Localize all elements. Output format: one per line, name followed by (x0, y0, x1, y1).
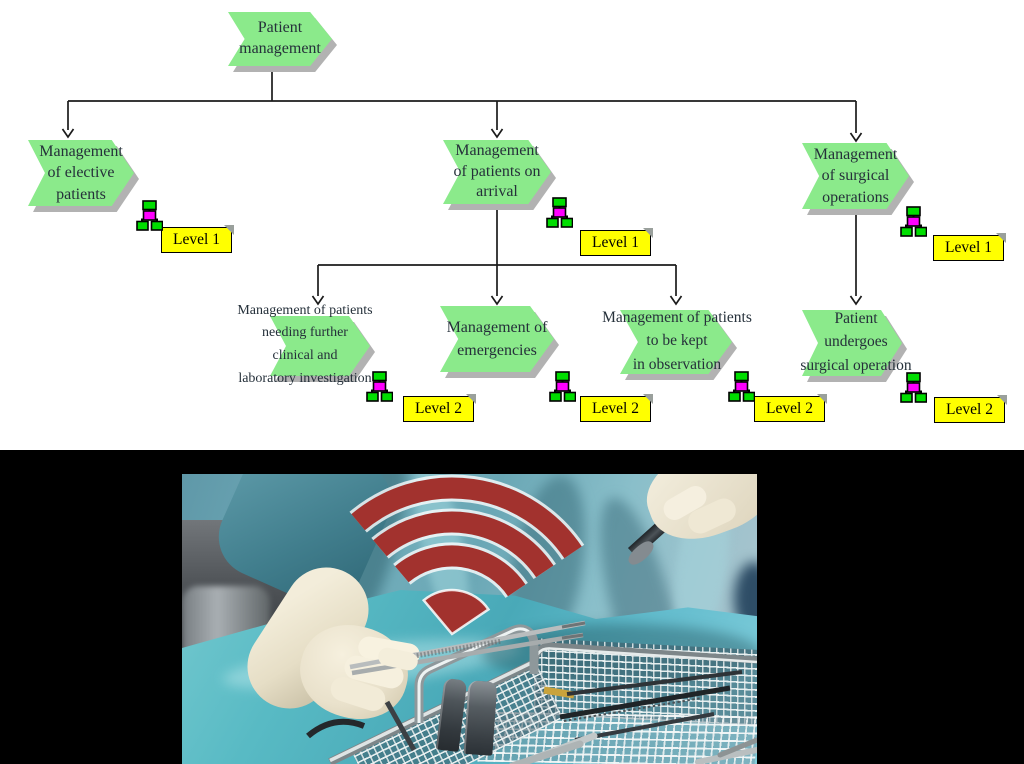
level-note-label: Level 2 (592, 400, 639, 417)
curved-instrument (306, 718, 366, 739)
level-note-label: Level 1 (945, 239, 992, 256)
node-label: Management of surgical operations (813, 146, 898, 206)
node-management-emergencies: Management of emergencies (440, 306, 559, 378)
process-chevron (228, 12, 332, 66)
node-label: Management of emergencies (446, 318, 548, 359)
level-note: Level 2 (580, 394, 653, 422)
hierarchy-icon (546, 197, 573, 228)
node-management-kept-observation: Management of patients to be kept in obs… (588, 302, 766, 380)
level-note-label: Level 2 (766, 400, 813, 417)
node-label: Patient undergoes surgical operation (800, 310, 912, 374)
hierarchy-icon (900, 206, 927, 237)
process-chevron (443, 140, 551, 204)
process-chevron (620, 310, 732, 374)
level-note-label: Level 1 (173, 231, 220, 248)
level-note: Level 1 (580, 228, 653, 256)
wifi-signal-icon (349, 474, 585, 636)
node-patient-undergoes-operation: Patient undergoes surgical operation (780, 303, 932, 382)
node-label: Patient management (239, 19, 321, 57)
node-label: Management of patients on arrival (453, 141, 541, 201)
node-patient-management: Patient management (228, 12, 337, 72)
node-management-surgical-operations: Management of surgical operations (802, 143, 914, 215)
process-chevron (802, 310, 902, 376)
dark-instrument (384, 700, 417, 752)
level-note: Level 2 (934, 395, 1007, 423)
node-label: Management of elective patients (39, 143, 123, 203)
node-label: Management of patients to be kept in obs… (602, 309, 752, 373)
node-management-further-investigation: Management of patients needing further c… (212, 299, 398, 391)
process-chevron (270, 316, 370, 376)
level-note-label: Level 2 (946, 401, 993, 418)
node-label: Management of patients needing further c… (237, 302, 373, 386)
surgical-photo (182, 474, 757, 764)
hierarchy-icon (136, 200, 163, 231)
process-chevron (28, 140, 134, 206)
level-note: Level 1 (161, 225, 234, 253)
level-note: Level 2 (403, 394, 476, 422)
node-management-elective-patients: Management of elective patients (28, 140, 139, 212)
hierarchy-icon (728, 371, 755, 402)
level-note: Level 2 (754, 394, 827, 422)
surgical-instruments (306, 620, 757, 764)
hierarchy-icon (366, 371, 393, 402)
level-note-label: Level 2 (415, 400, 462, 417)
process-chevron (440, 306, 554, 372)
process-chevron (802, 143, 909, 209)
hierarchy-icon (900, 372, 927, 403)
node-management-patients-arrival: Management of patients on arrival (443, 140, 556, 210)
hierarchy-icon (549, 371, 576, 402)
level-note: Level 1 (933, 233, 1006, 261)
level-note-label: Level 1 (592, 234, 639, 251)
